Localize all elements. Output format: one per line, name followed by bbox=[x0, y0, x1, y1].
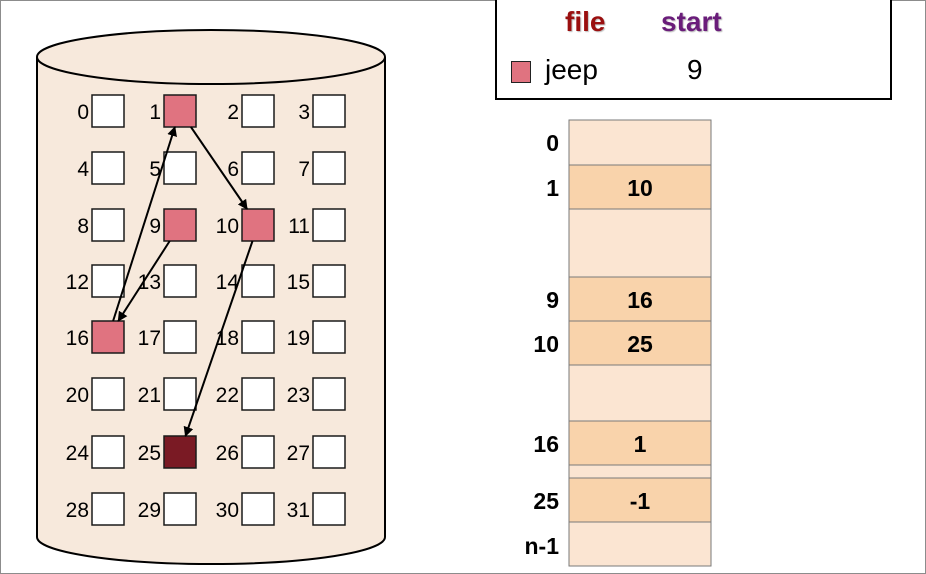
block-number: 17 bbox=[138, 327, 161, 350]
disk-block bbox=[241, 492, 275, 526]
block-number: 6 bbox=[227, 158, 239, 181]
fat-entry bbox=[568, 420, 712, 466]
disk-block bbox=[91, 151, 125, 185]
cylinder-body bbox=[36, 57, 386, 565]
disk-block bbox=[312, 435, 346, 469]
block-number: 11 bbox=[288, 215, 310, 238]
block-number: 0 bbox=[77, 101, 89, 124]
disk-block bbox=[312, 320, 346, 354]
disk-block bbox=[312, 208, 346, 242]
block-number: 14 bbox=[216, 271, 240, 294]
block-number: 19 bbox=[287, 327, 310, 350]
block-number: 21 bbox=[138, 384, 161, 407]
disk-block bbox=[91, 208, 125, 242]
block-number: 3 bbox=[298, 101, 310, 124]
cylinder-top bbox=[36, 29, 386, 85]
file-start: 9 bbox=[687, 54, 703, 85]
disk-block bbox=[91, 492, 125, 526]
disk-block bbox=[163, 492, 197, 526]
disk-block bbox=[241, 435, 275, 469]
fat-index-label: n-1 bbox=[525, 533, 560, 559]
fat-entry bbox=[568, 164, 712, 210]
block-number: 5 bbox=[149, 158, 161, 181]
fat-entry bbox=[568, 477, 712, 523]
block-number: 22 bbox=[216, 384, 239, 407]
disk-block bbox=[241, 208, 275, 242]
fat-index-label: 25 bbox=[533, 488, 559, 514]
block-number: 2 bbox=[227, 101, 239, 124]
block-number: 25 bbox=[138, 442, 161, 465]
block-number: 9 bbox=[149, 215, 161, 238]
disk-block bbox=[163, 94, 197, 128]
disk-block bbox=[91, 94, 125, 128]
disk-block bbox=[91, 377, 125, 411]
file-color-swatch bbox=[511, 61, 531, 83]
block-number: 20 bbox=[66, 384, 89, 407]
block-number: 27 bbox=[287, 442, 310, 465]
disk-block bbox=[241, 377, 275, 411]
chain-arrow bbox=[190, 126, 248, 210]
block-number: 8 bbox=[77, 215, 89, 238]
block-number: 29 bbox=[138, 499, 161, 522]
disk-block bbox=[91, 320, 125, 354]
block-number: 23 bbox=[287, 384, 310, 407]
block-number: 26 bbox=[216, 442, 239, 465]
file-header: file bbox=[565, 6, 606, 37]
block-number: 1 bbox=[149, 101, 161, 124]
start-header: start bbox=[661, 6, 722, 37]
fat-entry bbox=[568, 276, 712, 322]
fat-entry-value: 25 bbox=[627, 331, 653, 357]
chain-arrow bbox=[112, 126, 177, 322]
directory-entry-table: file start jeep 9 bbox=[495, 0, 892, 100]
file-name: jeep bbox=[545, 54, 598, 85]
block-number: 10 bbox=[216, 215, 239, 238]
fat-index-label: 1 bbox=[546, 175, 559, 201]
block-number: 13 bbox=[138, 271, 161, 294]
block-number: 12 bbox=[66, 271, 89, 294]
fat-entry-value: -1 bbox=[630, 488, 651, 514]
fat-index-label: 0 bbox=[546, 130, 559, 156]
disk-block bbox=[241, 151, 275, 185]
fat-entry-value: 10 bbox=[627, 175, 653, 201]
chain-arrow bbox=[117, 240, 171, 322]
disk-block bbox=[163, 208, 197, 242]
disk-block bbox=[91, 264, 125, 298]
disk-block bbox=[241, 264, 275, 298]
fat-entry bbox=[568, 320, 712, 366]
disk-block bbox=[312, 94, 346, 128]
chain-arrows bbox=[112, 126, 254, 437]
disk-block bbox=[241, 94, 275, 128]
block-number: 24 bbox=[66, 442, 90, 465]
disk-block bbox=[163, 320, 197, 354]
fat-index-label: 10 bbox=[533, 331, 559, 357]
block-number: 31 bbox=[287, 499, 310, 522]
disk-block bbox=[312, 264, 346, 298]
block-number: 15 bbox=[287, 271, 310, 294]
block-number: 30 bbox=[216, 499, 239, 522]
disk-block bbox=[163, 377, 197, 411]
fat-entry-value: 16 bbox=[627, 287, 653, 313]
disk-block bbox=[91, 435, 125, 469]
block-number: 4 bbox=[77, 158, 89, 181]
fat-index-label: 16 bbox=[533, 431, 559, 457]
chain-arrow bbox=[183, 240, 254, 437]
block-number: 16 bbox=[66, 327, 89, 350]
disk-block bbox=[241, 320, 275, 354]
fat-table: 0 10 1 16 9 25 10 1 16 -1 25 n-1 bbox=[525, 119, 712, 567]
disk-block bbox=[163, 435, 197, 469]
fat-entry-value: 1 bbox=[634, 431, 647, 457]
disk-block bbox=[163, 151, 197, 185]
disk-block bbox=[312, 151, 346, 185]
fat-index-label: 9 bbox=[546, 287, 559, 313]
disk-block bbox=[312, 377, 346, 411]
block-number: 7 bbox=[298, 158, 310, 181]
disk-block bbox=[312, 492, 346, 526]
block-number: 28 bbox=[66, 499, 89, 522]
disk-block bbox=[163, 264, 197, 298]
